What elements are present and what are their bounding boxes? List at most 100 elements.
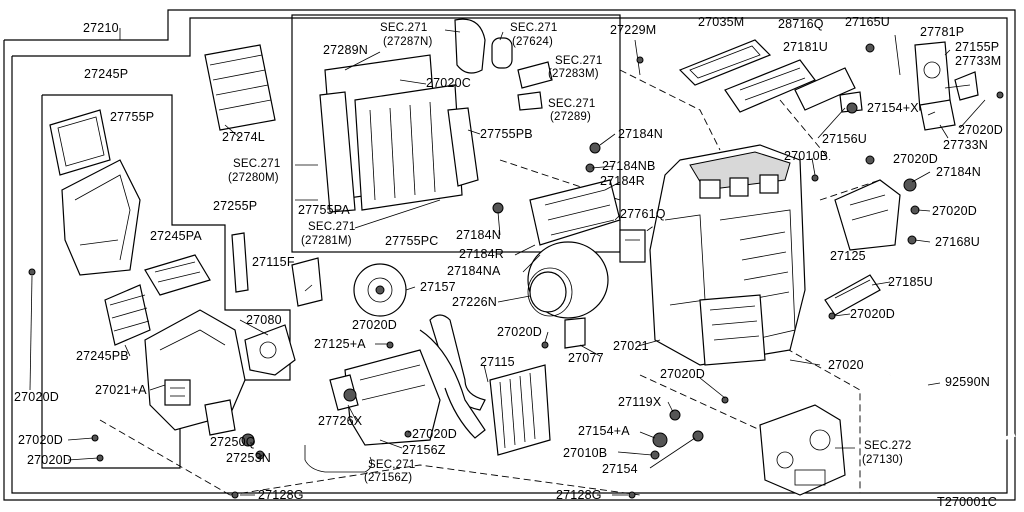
label-27115f: 27115F (252, 255, 295, 269)
label-27020d-c4: 27020D (412, 427, 457, 441)
label-27761q: 27761Q (620, 207, 666, 221)
label-27156u: 27156U (822, 132, 867, 146)
label-27781p: 27781P (920, 25, 965, 39)
duct-28716q (724, 59, 816, 113)
panel-27245pa (144, 254, 211, 296)
label-27020d-r4: 27020D (850, 307, 895, 321)
hose-92590n (889, 370, 1016, 442)
assembly-frame (3, 9, 1016, 501)
intake-27021a (144, 309, 246, 436)
evaporator-27280m (319, 54, 479, 229)
label-sec271-c-code: (27283M) (548, 68, 599, 80)
label-27119x: 27119X (618, 395, 662, 409)
label-27020d-r3: 27020D (932, 204, 977, 218)
label-27184n-r: 27184N (936, 165, 981, 179)
link-27155p (894, 34, 979, 131)
label-27020c: 27020C (426, 76, 471, 90)
label-27755pb: 27755PB (480, 127, 533, 141)
label-27115: 27115 (480, 355, 515, 369)
label-27185u: 27185U (888, 275, 933, 289)
leader-lines (29, 28, 986, 496)
label-27755p: 27755P (110, 110, 155, 124)
label-sec272-code: (27130) (862, 454, 904, 466)
panel-27245pb (104, 284, 151, 346)
label-27020d-r2: 27020D (893, 152, 938, 166)
filter-27274l (204, 44, 276, 131)
label-27726x: 27726X (318, 414, 363, 428)
label-27020d-c3: 27020D (660, 367, 705, 381)
label-27250q: 27250Q (210, 435, 256, 449)
label-27020d-r1: 27020D (958, 123, 1003, 137)
label-27168u: 27168U (935, 235, 980, 249)
label-27155p: 27155P (955, 40, 1000, 54)
label-27035m: 27035M (698, 15, 745, 29)
label-27755pc: 27755PC (385, 234, 439, 248)
label-27020d-left: 27020D (14, 390, 59, 404)
harness-27156z (304, 445, 373, 473)
heater-core-27115 (419, 314, 551, 456)
label-sec271-g: SEC.271 (368, 459, 416, 471)
label-27154: 27154 (602, 462, 638, 476)
label-28716q: 28716Q (778, 17, 824, 31)
label-27156z: 27156Z (402, 443, 446, 457)
label-sec271-b-code: (27624) (512, 36, 554, 48)
filter-27185u (824, 274, 881, 316)
label-92590n: 92590N (945, 375, 990, 389)
label-27229m: 27229M (610, 23, 657, 37)
label-27020d-b1: 27020D (18, 433, 63, 447)
label-sec271-d-code: (27289) (550, 111, 592, 123)
label-27020d-c2: 27020D (497, 325, 542, 339)
actuator-27077 (564, 317, 586, 349)
label-sec271-d: SEC.271 (548, 98, 596, 110)
cover-27125 (834, 179, 901, 251)
diagram-code: T270001C (937, 495, 997, 509)
label-27245p: 27245P (84, 67, 129, 81)
label-27020d-c1: 27020D (352, 318, 397, 332)
label-27020: 27020 (828, 358, 864, 372)
label-27125: 27125 (830, 249, 866, 263)
seal-27755p (49, 109, 111, 176)
label-27184nb: 27184NB (602, 159, 656, 173)
label-27184n-t: 27184N (618, 127, 663, 141)
sec271-parts-top (454, 18, 641, 111)
label-sec271-e: SEC.271 (233, 158, 281, 170)
label-27128g-a: 27128G (258, 488, 304, 502)
label-27245pb: 27245PB (76, 349, 129, 363)
label-sec271-f: SEC.271 (308, 221, 356, 233)
label-27245pa: 27245PA (150, 229, 202, 243)
label-27128g-b: 27128G (556, 488, 602, 502)
label-27733n: 27733N (943, 138, 988, 152)
label-27077: 27077 (568, 351, 604, 365)
label-27020d-b2: 27020D (27, 453, 72, 467)
label-27733m: 27733M (955, 54, 1002, 68)
label-27125a: 27125+A (314, 337, 366, 351)
label-27021a: 27021+A (95, 383, 147, 397)
label-27154x: 27154+X (867, 101, 919, 115)
label-27154a: 27154+A (578, 424, 630, 438)
label-27210: 27210 (83, 21, 119, 35)
label-27226n: 27226N (452, 295, 497, 309)
label-27274l: 27274L (222, 130, 265, 144)
label-27289n: 27289N (323, 43, 368, 57)
blower-27226n (527, 179, 621, 319)
resistor-27761q (619, 229, 646, 263)
label-27010b-b: 27010B (563, 446, 608, 460)
fan-27157 (353, 263, 407, 317)
duct-27245p (61, 159, 141, 276)
label-27010b-top: 27010B (784, 149, 829, 163)
label-27021: 27021 (613, 339, 649, 353)
label-27255p: 27255P (213, 199, 258, 213)
label-27181u: 27181U (783, 40, 828, 54)
bracket-27115f (291, 257, 323, 307)
label-sec271-a: SEC.271 (380, 22, 428, 34)
duct-27035m (678, 39, 772, 86)
label-27184r-t: 27184R (600, 174, 645, 188)
label-27755pa: 27755PA (298, 203, 350, 217)
actuator-27080 (244, 324, 296, 376)
label-27165u: 27165U (845, 15, 890, 29)
label-sec271-f-code: (27281M) (301, 235, 352, 247)
bracket-27255p (231, 232, 249, 293)
heater-unit-27021 (649, 144, 806, 366)
